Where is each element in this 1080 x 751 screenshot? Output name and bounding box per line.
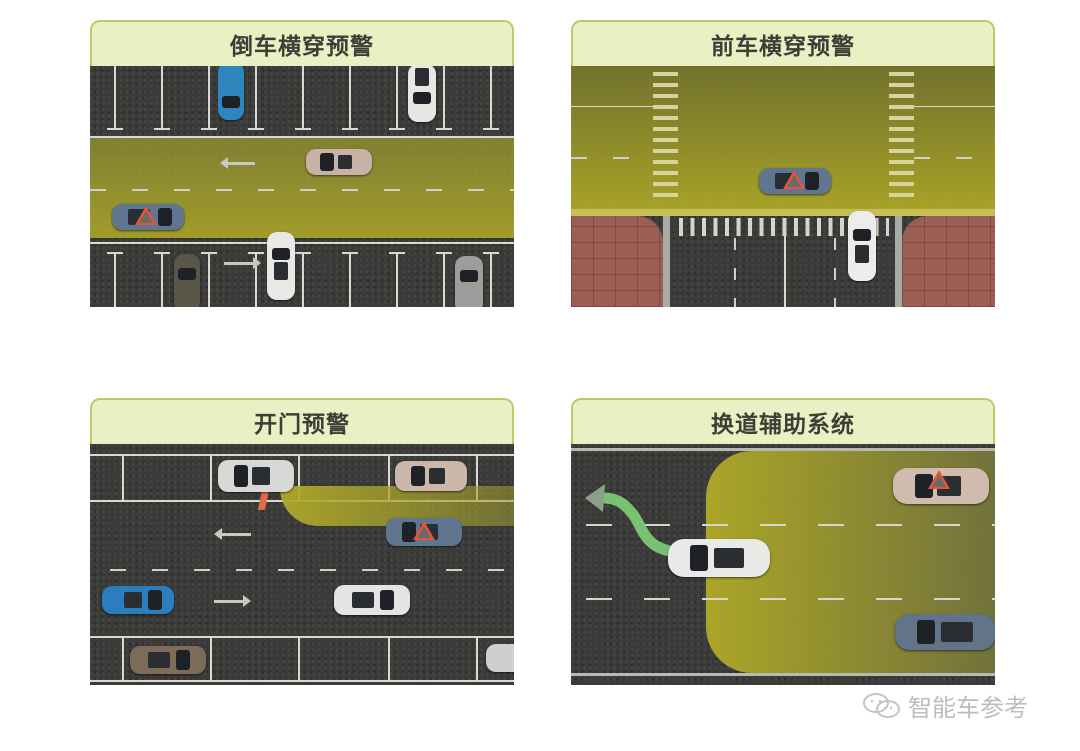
panel-title: 前车横穿预警	[711, 34, 855, 60]
panel-door-open-warning: 开门预警	[90, 398, 514, 685]
panel-header: 前车横穿预警	[571, 20, 995, 66]
car-white	[334, 585, 410, 615]
crosswalk-right	[889, 72, 914, 204]
car-beige-parked	[395, 461, 467, 491]
sidewalk-right	[902, 216, 995, 307]
car-white-parked-bottom	[267, 232, 295, 300]
warning-triangle-icon	[928, 470, 950, 489]
right-arrow-icon	[214, 595, 251, 607]
panel-title: 开门预警	[254, 412, 350, 438]
scene-intersection	[571, 66, 995, 307]
car-blue-gray	[895, 614, 995, 650]
car-dark-parked	[174, 254, 200, 307]
car-blue-parked	[218, 66, 244, 120]
panel-header: 换道辅助系统	[571, 398, 995, 444]
lane-change-arrow-icon	[585, 484, 681, 558]
left-arrow-icon	[220, 157, 255, 169]
warning-triangle-icon	[135, 206, 157, 225]
car-brown-parked	[130, 646, 206, 674]
car-white-parked	[408, 66, 436, 122]
car-silver-parked	[486, 644, 514, 672]
panel-front-cross-traffic-alert: 前车横穿预警	[571, 20, 995, 307]
car-blue	[102, 586, 174, 614]
panel-header: 开门预警	[90, 398, 514, 444]
warning-triangle-icon	[413, 521, 435, 540]
car-silver-parked	[455, 256, 483, 307]
sidewalk-left	[571, 216, 663, 307]
scene-parking-lot	[90, 66, 514, 307]
watermark-text: 智能车参考	[908, 694, 1028, 722]
car-ego-exiting	[848, 211, 876, 281]
scene-highway	[571, 444, 995, 685]
car-ego-door-open	[218, 460, 294, 492]
panel-lane-change-assist: 换道辅助系统	[571, 398, 995, 685]
crosswalk-bottom	[679, 218, 889, 236]
car-beige-crossing	[306, 149, 372, 175]
wechat-icon	[863, 692, 900, 718]
panel-rear-cross-traffic-alert: 倒车横穿预警	[90, 20, 514, 307]
panel-title: 倒车横穿预警	[230, 34, 374, 60]
watermark: 智能车参考	[862, 688, 1028, 723]
panel-header: 倒车横穿预警	[90, 20, 514, 66]
warning-triangle-icon	[783, 170, 805, 189]
left-arrow-icon	[214, 528, 251, 540]
panel-title: 换道辅助系统	[711, 412, 855, 438]
scene-street-parking	[90, 444, 514, 685]
right-arrow-icon	[224, 257, 261, 269]
car-ego-changing-lane	[668, 539, 770, 577]
crosswalk-left	[653, 72, 678, 204]
